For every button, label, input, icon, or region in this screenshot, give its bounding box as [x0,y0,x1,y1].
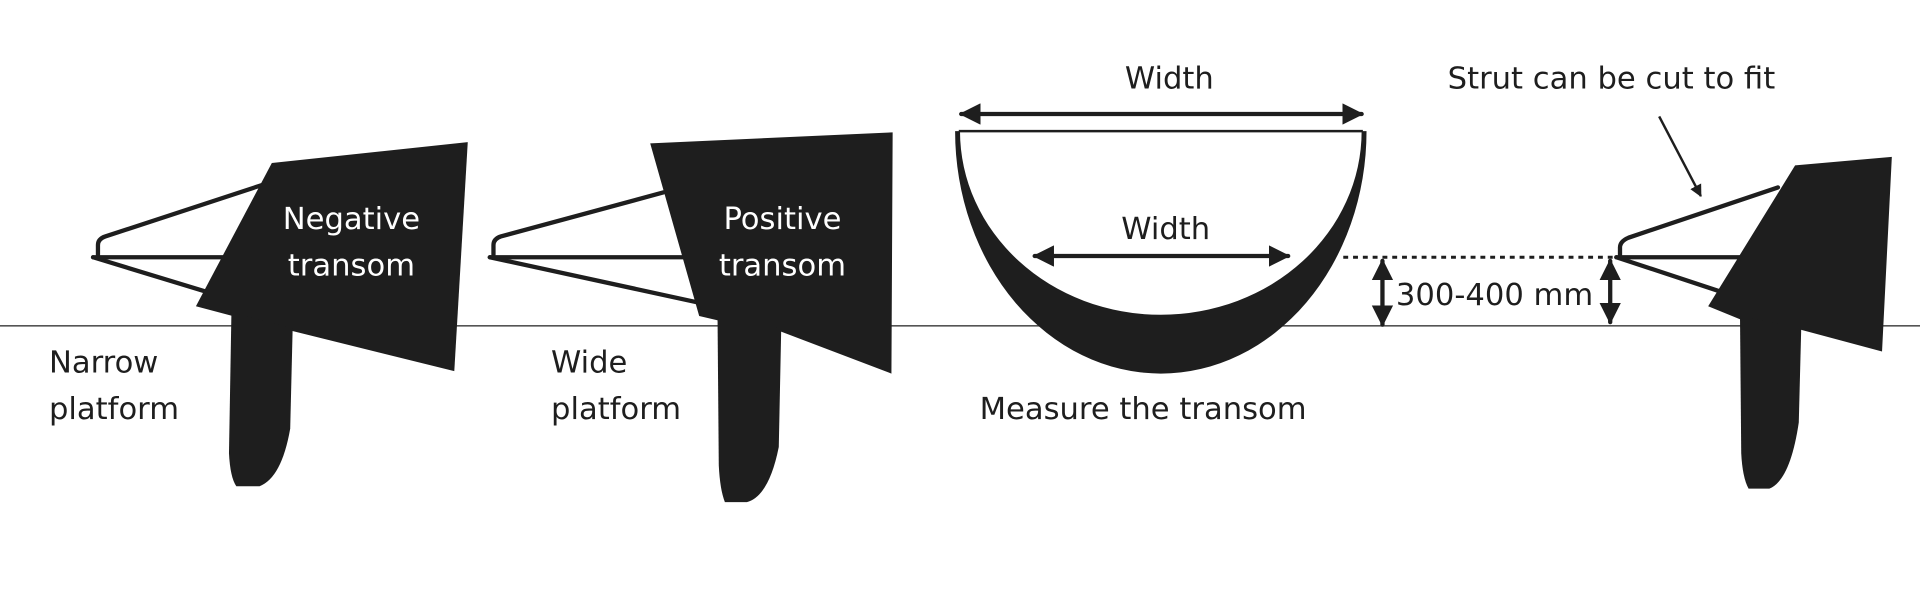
strut-lower [1614,255,1723,294]
plate-label-line2: transom [288,249,415,284]
strut-cut-unit: Strut can be cut to fit [1448,61,1892,489]
height-label: 300-400 mm [1396,278,1593,313]
hull-cross-section: Width Width Measure the transom [955,61,1367,427]
caption-line2: platform [49,392,179,427]
negative-transom-unit: Negative transom Narrow platform [49,142,468,487]
motor-leg [717,318,782,503]
strut-upper [1617,185,1781,257]
transom-plate [195,142,468,372]
positive-transom-unit: Positive transom Wide platform [487,132,893,503]
caption-line2: platform [551,392,681,427]
plate-label-line2: transom [719,249,846,284]
strut-lower [487,255,707,306]
strut-upper [95,182,265,257]
hull-shell [955,131,1367,374]
pointer-arrow [1658,115,1702,198]
inner-width-label: Width [1121,212,1210,247]
caption-line1: Narrow [49,345,158,380]
strut-note: Strut can be cut to fit [1448,61,1776,96]
transom-plate [1708,156,1892,352]
transom-plate [650,132,893,374]
strut-upper [491,190,666,257]
plate-label-line1: Positive [723,202,841,237]
strut-lower [90,255,208,294]
plate-label-line1: Negative [283,202,420,237]
height-measurement: 300-400 mm [1343,255,1621,327]
outer-width-label: Width [1125,61,1214,96]
hull-caption: Measure the transom [980,392,1307,427]
motor-leg [228,312,293,487]
caption-line1: Wide [551,345,627,380]
motor-leg [1740,316,1802,489]
